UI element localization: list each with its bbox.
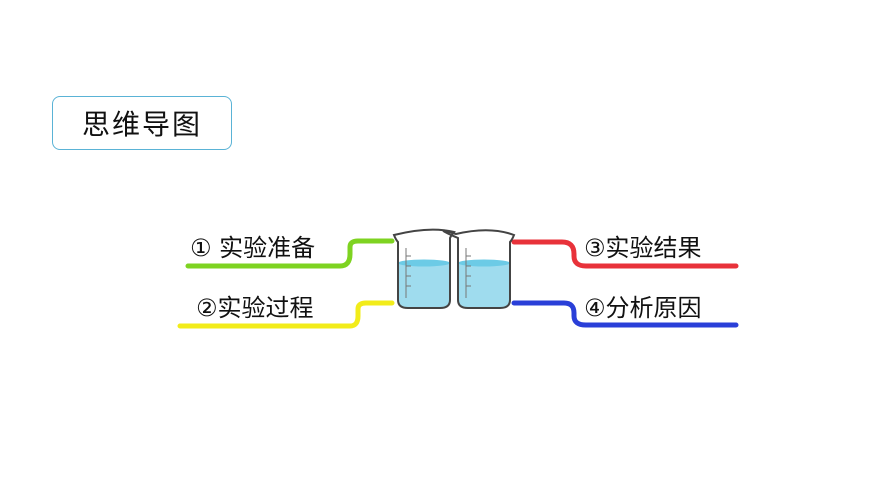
branch-label-4: ④分析原因 — [584, 294, 702, 322]
branch-line-4 — [511, 300, 739, 328]
branch-label-1: ① 实验准备 — [190, 234, 316, 262]
title-box: 思维导图 — [52, 96, 232, 150]
branch-line-2 — [177, 300, 395, 329]
branch-line-3 — [511, 239, 739, 269]
beaker-icon — [392, 228, 456, 309]
beaker-icon — [442, 229, 516, 309]
page-title: 思维导图 — [81, 108, 202, 141]
branch-label-3: ③实验结果 — [584, 234, 702, 262]
branch-line-1 — [185, 238, 395, 269]
branch-label-2: ②实验过程 — [196, 294, 314, 322]
